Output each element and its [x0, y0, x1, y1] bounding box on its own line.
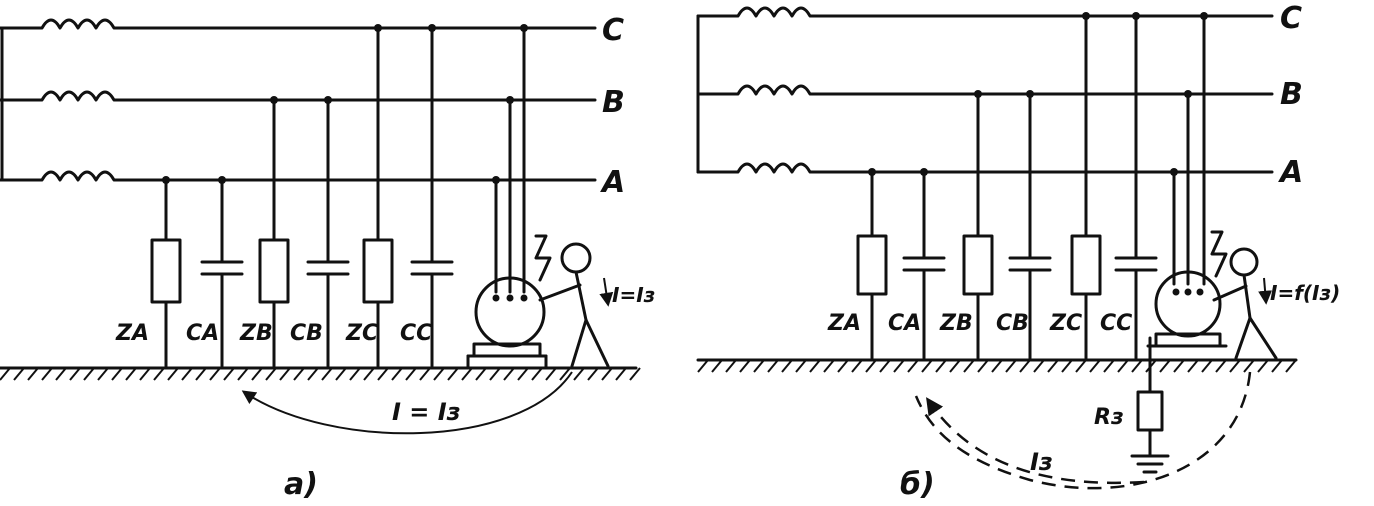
grounding-resistor-b: [1136, 358, 1164, 458]
phase-label-c-a: C: [602, 13, 624, 48]
circuit-a: C B A: [0, 13, 655, 502]
touch-current-arrow-b: [1258, 277, 1273, 305]
phase-label-a-b: A: [1278, 155, 1303, 190]
ground-symbol-icon-b: [1130, 454, 1170, 474]
phase-label-a-a: A: [600, 165, 625, 200]
branches-a: [150, 24, 454, 368]
capacitor-label-a-1: CA: [186, 321, 219, 346]
impedance-label-b-2: ZB: [939, 311, 973, 336]
branches-b: [856, 12, 1158, 360]
capacitor-label-a-2: CB: [290, 321, 323, 346]
touch-current-arrow-a: [599, 277, 614, 307]
phase-label-c-b: C: [1280, 1, 1302, 36]
spark-icon-b: [1210, 230, 1228, 278]
person-icon-a: [538, 242, 610, 368]
ground-current-arrow-a: [241, 371, 573, 435]
capacitor-label-b-2: CB: [996, 311, 1029, 336]
impedance-label-b-1: ZA: [827, 311, 861, 336]
resistor-label-b: Rз: [1094, 405, 1124, 430]
touch-current-label-a: I=Iз: [612, 283, 655, 307]
motor-icon-b: [1146, 12, 1228, 394]
impedance-label-a-3: ZC: [345, 321, 378, 346]
ground-a: [0, 366, 641, 381]
capacitor-label-b-1: CA: [888, 311, 921, 336]
phase-label-b-b: B: [1280, 77, 1303, 112]
phase-label-b-a: B: [602, 85, 625, 120]
caption-b: б): [900, 467, 935, 502]
ground-b: [696, 358, 1298, 373]
source-windings-b: [696, 6, 826, 174]
caption-a: а): [284, 467, 318, 502]
motor-icon-a: [466, 24, 548, 370]
impedance-label-b-3: ZC: [1049, 311, 1082, 336]
touch-current-label-b: I=f(Iз): [1270, 281, 1340, 305]
ground-current-label-a: I = Iз: [392, 398, 461, 426]
person-icon-b: [1212, 247, 1278, 360]
ground-current-label-b: Iз: [1030, 448, 1053, 476]
impedance-label-a-1: ZA: [115, 321, 149, 346]
spark-icon-a: [534, 234, 552, 282]
ground-current-loop-b: [914, 371, 1252, 490]
capacitor-label-b-3: CC: [1100, 311, 1132, 336]
impedance-label-a-2: ZB: [239, 321, 273, 346]
ground-current-return-b: [926, 397, 1145, 484]
capacitor-label-a-3: CC: [400, 321, 432, 346]
source-windings-a: [0, 18, 130, 182]
circuit-b: C B A: [696, 1, 1340, 502]
